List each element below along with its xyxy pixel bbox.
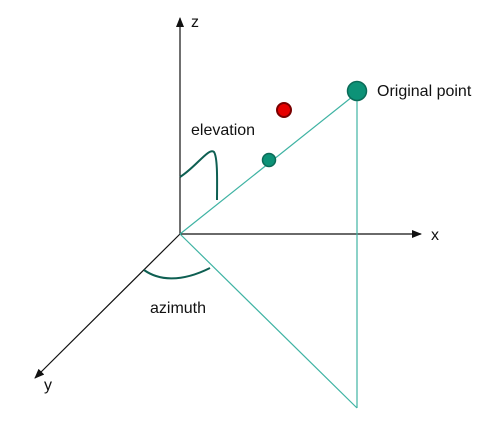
original-point-label: Original point [377, 83, 472, 100]
ground-projection-line [179, 233, 358, 409]
azimuth-arc [143, 267, 211, 280]
y-axis [34, 233, 181, 379]
original-point [346, 80, 368, 102]
y-axis-label: y [44, 377, 52, 394]
intermediate-point [261, 152, 277, 168]
x-axis-label: x [431, 227, 439, 244]
highlight-point [276, 102, 292, 118]
azimuth-label: azimuth [150, 300, 206, 317]
elevation-label: elevation [191, 122, 255, 139]
elevation-arc [179, 150, 219, 201]
z-axis-label: z [191, 14, 199, 31]
